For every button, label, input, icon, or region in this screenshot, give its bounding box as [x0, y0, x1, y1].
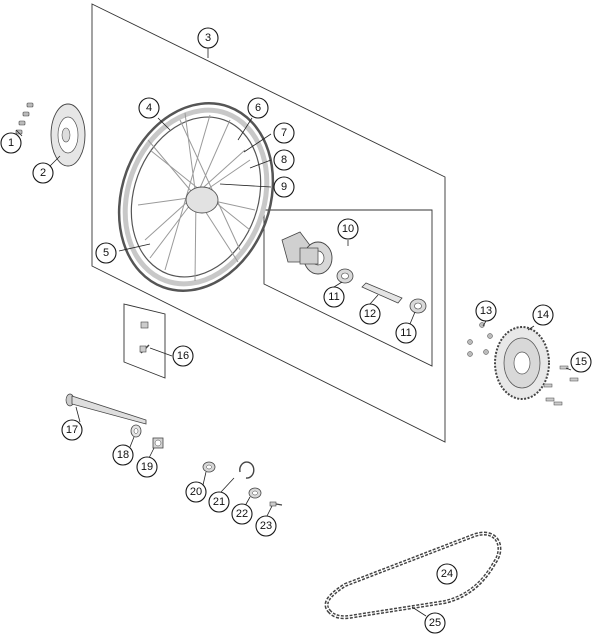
sprocket-nuts — [467, 322, 493, 357]
callout-14-label: 14 — [537, 309, 549, 321]
brake-disc-screws — [15, 102, 34, 135]
callout-11-right-label: 11 — [400, 327, 411, 339]
callout-6-label: 6 — [255, 102, 261, 114]
hub-bearing-left — [336, 268, 354, 284]
callout-24: 24 — [436, 563, 458, 585]
callout-11-right: 11 — [395, 322, 417, 344]
callout-19-label: 19 — [141, 461, 153, 473]
callout-16: 16 — [172, 345, 194, 367]
callout-10: 10 — [337, 218, 359, 240]
callout-18: 18 — [112, 444, 134, 466]
callout-1-label: 1 — [8, 137, 14, 149]
wheel-assembly-panel — [91, 3, 446, 443]
rear-wheel — [117, 102, 275, 292]
callout-4-label: 4 — [146, 102, 152, 114]
callout-4: 4 — [138, 97, 160, 119]
callout-16-label: 16 — [177, 350, 189, 362]
retaining-ring — [239, 461, 255, 479]
callout-22: 22 — [231, 503, 253, 525]
callout-5: 5 — [95, 242, 117, 264]
leader-lines — [15, 47, 572, 617]
callout-14: 14 — [532, 304, 554, 326]
callout-8-label: 8 — [281, 154, 287, 166]
callout-17-label: 17 — [66, 424, 78, 436]
callout-12-label: 12 — [364, 308, 376, 320]
hub-assembly-panel — [263, 209, 433, 367]
spacer — [248, 487, 262, 499]
callout-8: 8 — [273, 149, 295, 171]
callout-15: 15 — [570, 351, 592, 373]
callout-6: 6 — [247, 97, 269, 119]
callout-19: 19 — [136, 456, 158, 478]
callout-17: 17 — [61, 419, 83, 441]
callout-2-label: 2 — [40, 167, 46, 179]
spacer-tube — [361, 282, 403, 304]
axle-washer — [130, 424, 142, 438]
callout-3: 3 — [197, 27, 219, 49]
callout-23: 23 — [255, 515, 277, 537]
callout-7-label: 7 — [281, 127, 287, 139]
callout-10-label: 10 — [342, 223, 354, 235]
screw — [269, 501, 283, 507]
callout-22-label: 22 — [236, 508, 248, 520]
callout-7: 7 — [273, 122, 295, 144]
callout-15-label: 15 — [575, 356, 587, 368]
brake-disc — [50, 103, 86, 167]
callout-13-label: 13 — [480, 305, 492, 317]
callout-3-label: 3 — [205, 32, 211, 44]
valve-assembly-panel — [123, 303, 166, 379]
callout-1: 1 — [0, 132, 22, 154]
callout-20-label: 20 — [190, 486, 202, 498]
callout-25-label: 25 — [429, 617, 441, 629]
callout-20: 20 — [185, 481, 207, 503]
sprocket-bolts — [543, 365, 579, 406]
callout-2: 2 — [32, 162, 54, 184]
tire-valve — [139, 321, 150, 354]
callout-18-label: 18 — [117, 449, 129, 461]
wheel-axle — [65, 393, 147, 425]
callout-9: 9 — [273, 176, 295, 198]
callout-13: 13 — [475, 300, 497, 322]
axle-nut — [152, 437, 164, 449]
callout-24-label: 24 — [441, 568, 453, 580]
rear-sprocket — [494, 326, 550, 400]
drive-chain — [324, 531, 502, 620]
callout-23-label: 23 — [260, 520, 272, 532]
wheel-hub — [281, 231, 333, 275]
callout-21: 21 — [208, 491, 230, 513]
hub-bearing-right — [409, 298, 427, 314]
callout-11-left-label: 11 — [328, 291, 339, 303]
callout-5-label: 5 — [103, 247, 109, 259]
spacer-bushing — [202, 461, 216, 473]
callout-21-label: 21 — [213, 496, 225, 508]
callout-12: 12 — [359, 303, 381, 325]
callout-11-left: 11 — [323, 286, 345, 308]
callout-25: 25 — [424, 612, 446, 634]
callout-9-label: 9 — [281, 181, 287, 193]
